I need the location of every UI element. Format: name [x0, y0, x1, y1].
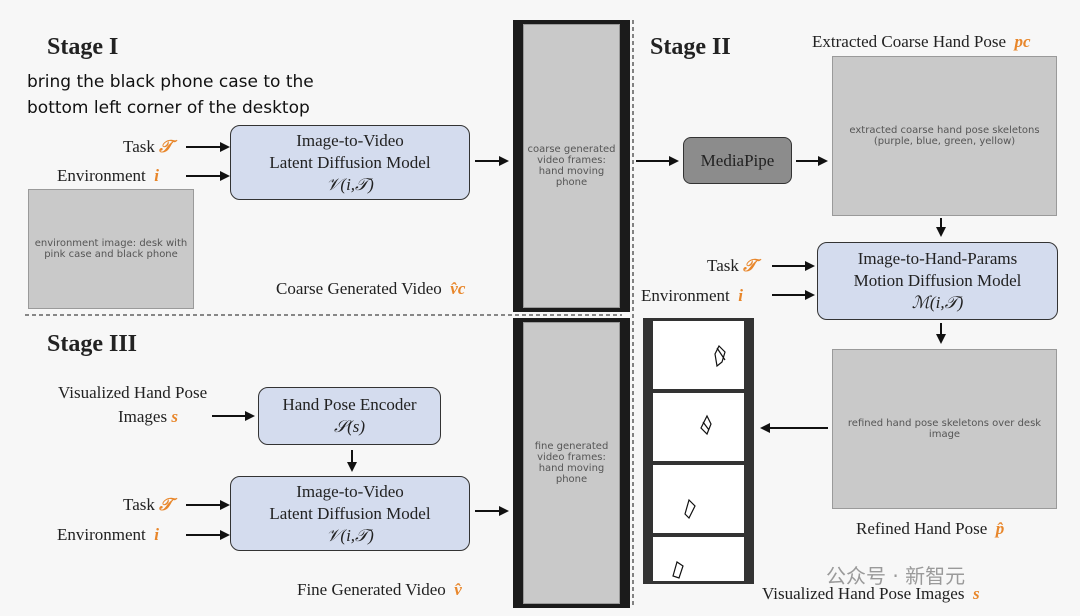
- stage-1-title: Stage I: [47, 34, 119, 60]
- i2v-top-line2: Latent Diffusion Model: [269, 152, 431, 172]
- mediapipe-box: MediaPipe: [683, 137, 792, 184]
- pose-sketch-frame-4: [653, 537, 744, 581]
- vis-pose-bottom-label: Visualized Hand Pose Images s: [762, 584, 980, 604]
- extracted-pose-symbol: pc: [1014, 32, 1031, 51]
- refined-pose-symbol: p̂: [995, 519, 1005, 538]
- env-symbol: i: [154, 525, 159, 544]
- fine-video-label: Fine Generated Video v̂: [297, 580, 462, 600]
- instruction-line-1: bring the black phone case to the: [27, 72, 314, 92]
- mediapipe-label: MediaPipe: [700, 150, 775, 170]
- task-label-top: Task 𝒯: [123, 137, 172, 157]
- fine-video-filmstrip: fine generated video frames: hand moving…: [513, 318, 630, 608]
- coarse-video-frames: coarse generated video frames: hand movi…: [523, 24, 620, 308]
- task-symbol: 𝒯: [159, 137, 173, 156]
- i2v-bottom-formula: 𝒱(i,𝒯): [326, 525, 374, 545]
- env-text: Environment: [57, 525, 146, 544]
- task-label-bottom: Task 𝒯: [123, 495, 172, 515]
- i2v-top-box: Image-to-Video Latent Diffusion Model 𝒱(…: [230, 125, 470, 200]
- encoder-line1: Hand Pose Encoder: [282, 395, 417, 414]
- coarse-video-label: Coarse Generated Video v̂c: [276, 279, 465, 299]
- pose-sketch-icons: [672, 344, 726, 579]
- refined-pose-text: Refined Hand Pose: [856, 519, 988, 538]
- coarse-video-filmstrip: coarse generated video frames: hand movi…: [513, 20, 630, 312]
- task-text: Task: [707, 256, 739, 275]
- stage-3-title: Stage III: [47, 331, 138, 357]
- env-text: Environment: [57, 166, 146, 185]
- instruction-line-2: bottom left corner of the desktop: [27, 98, 310, 118]
- refined-pose-image: refined hand pose skeletons over desk im…: [832, 349, 1057, 509]
- encoder-formula: 𝒮(s): [333, 417, 366, 436]
- i2v-bottom-box: Image-to-Video Latent Diffusion Model 𝒱(…: [230, 476, 470, 551]
- hand-sketch-4: [672, 561, 684, 579]
- task-symbol: 𝒯: [159, 495, 173, 514]
- task-text: Task: [123, 495, 155, 514]
- fine-video-text: Fine Generated Video: [297, 580, 446, 599]
- pose-sketch-frame-2: [653, 393, 744, 461]
- hand-sketch-2: [700, 414, 712, 436]
- coarse-video-text: Coarse Generated Video: [276, 279, 442, 298]
- i2v-bottom-line1: Image-to-Video: [296, 481, 404, 501]
- i2hp-line2: Motion Diffusion Model: [853, 271, 1022, 290]
- task-text: Task: [123, 137, 155, 156]
- watermark: 公众号 · 新智元: [826, 564, 966, 588]
- vis-pose-label-line2: Images s: [118, 407, 178, 427]
- vis-pose-label-line1: Visualized Hand Pose: [58, 383, 208, 402]
- hand-sketch-3: [684, 498, 696, 520]
- env-symbol: i: [154, 166, 159, 185]
- environment-image: environment image: desk with pink case a…: [28, 189, 194, 309]
- pose-sketch-frame-3: [653, 465, 744, 533]
- env-symbol: i: [738, 286, 743, 305]
- task-label-stage2: Task 𝒯: [707, 256, 756, 276]
- env-label-bottom: Environment i: [57, 525, 159, 545]
- encoder-box: Hand Pose Encoder 𝒮(s): [258, 387, 441, 445]
- i2v-top-line1: Image-to-Video: [296, 130, 404, 150]
- pose-sketch-filmstrip: [643, 318, 754, 584]
- env-text: Environment: [641, 286, 730, 305]
- refined-pose-label: Refined Hand Pose p̂: [856, 519, 1004, 539]
- i2hp-line1: Image-to-Hand-Params: [857, 249, 1018, 268]
- i2hp-formula: ℳ(i,𝒯): [911, 293, 964, 312]
- vis-pose-bottom-text: Visualized Hand Pose Images: [762, 584, 965, 603]
- env-label-stage2: Environment i: [641, 286, 743, 306]
- vis-pose-text: Images: [118, 407, 168, 426]
- env-label-top: Environment i: [57, 166, 159, 186]
- vis-pose-symbol: s: [171, 407, 178, 426]
- coarse-video-symbol: v̂c: [450, 279, 466, 298]
- extracted-pose-label: Extracted Coarse Hand Pose pc: [812, 32, 1031, 52]
- extracted-pose-text: Extracted Coarse Hand Pose: [812, 32, 1007, 51]
- i2v-top-formula: 𝒱(i,𝒯): [326, 174, 374, 194]
- pose-sketch-frame-1: [653, 321, 744, 389]
- vis-pose-bottom-symbol: s: [972, 584, 980, 603]
- coarse-pose-image: extracted coarse hand pose skeletons (pu…: [832, 56, 1057, 216]
- fine-video-frames: fine generated video frames: hand moving…: [523, 322, 620, 604]
- i2hp-box: Image-to-Hand-Params Motion Diffusion Mo…: [817, 242, 1058, 320]
- hand-sketch-1: [714, 344, 726, 368]
- stage-2-title: Stage II: [650, 34, 731, 60]
- fine-video-symbol: v̂: [454, 580, 462, 599]
- i2v-bottom-line2: Latent Diffusion Model: [269, 503, 431, 523]
- task-symbol: 𝒯: [743, 256, 757, 275]
